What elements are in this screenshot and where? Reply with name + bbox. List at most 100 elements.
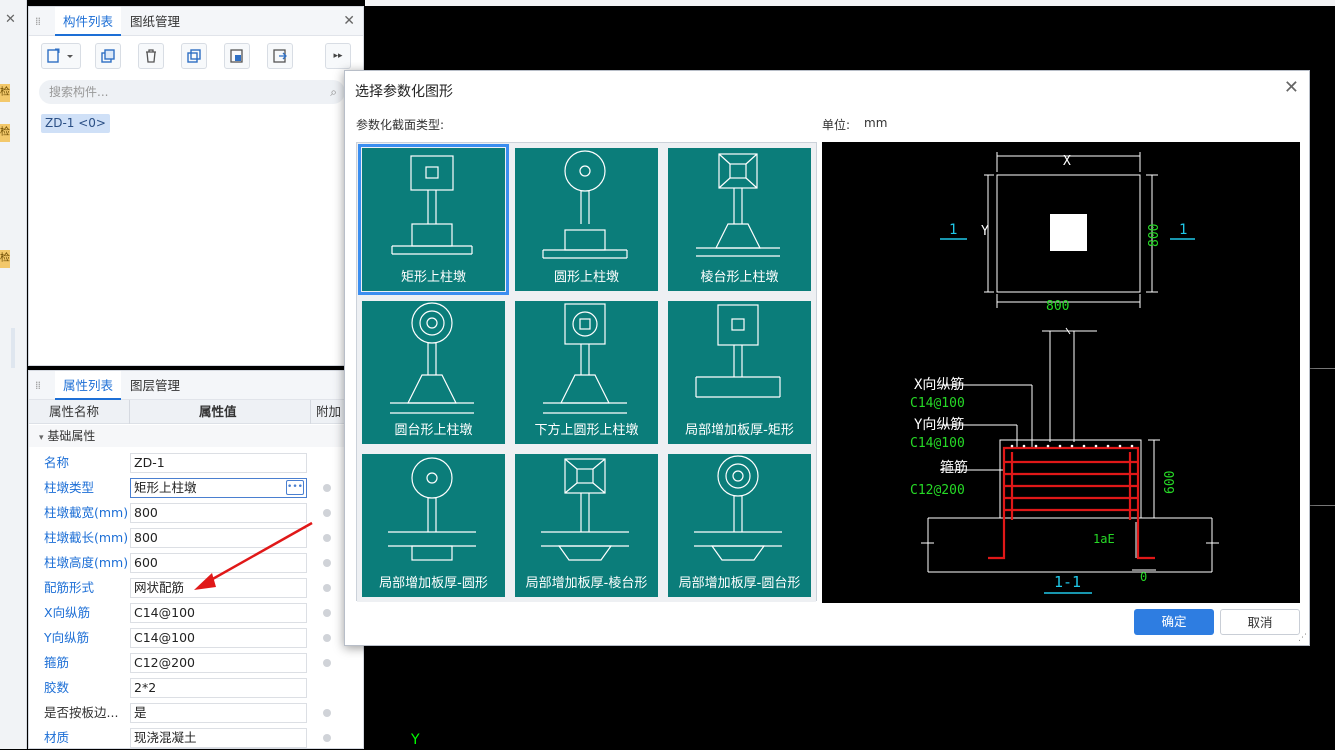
attach-radio[interactable] <box>323 709 331 717</box>
property-label: 柱墩截宽(mm) <box>44 505 129 520</box>
drag-grip-icon[interactable]: ⁞⁞ <box>35 379 41 392</box>
property-value-input[interactable]: C12@200 <box>130 653 307 673</box>
tab-component-list[interactable]: 构件列表 <box>55 7 122 36</box>
scroll-indicator <box>11 328 15 368</box>
copy-button[interactable] <box>95 43 121 69</box>
property-row: 柱墩类型 矩形上柱墩 ••• <box>29 475 363 500</box>
new-component-button[interactable] <box>41 43 81 69</box>
x-rebar-label: X向纵筋 <box>914 376 964 393</box>
section-mark-left: 1 <box>949 222 957 238</box>
attach-radio[interactable] <box>323 659 331 667</box>
shape-local-thicken-rect[interactable]: 局部增加板厚-矩形 <box>663 296 816 449</box>
property-label: 柱墩截长(mm) <box>44 530 129 545</box>
check-tag[interactable]: 检 <box>0 84 10 102</box>
shape-local-thicken-round[interactable]: 局部增加板厚-圆形 <box>357 449 510 602</box>
local-thicken-rect-icon <box>695 304 781 398</box>
shape-local-thicken-frustum[interactable]: 局部增加板厚-棱台形 <box>510 449 663 602</box>
attach-radio[interactable] <box>323 584 331 592</box>
search-input[interactable]: 搜索构件... ⌕ <box>39 80 345 104</box>
property-row: Y向纵筋 C14@100 <box>29 625 363 650</box>
more-options-button[interactable]: ••• <box>286 480 304 495</box>
shape-round-pier[interactable]: 圆形上柱墩 <box>510 143 663 296</box>
shape-caption: 局部增加板厚-圆形 <box>379 576 488 591</box>
property-value-input[interactable]: 800 <box>130 503 307 523</box>
shape-caption: 局部增加板厚-棱台形 <box>525 576 648 591</box>
shape-caption: 矩形上柱墩 <box>400 270 466 285</box>
attach-radio[interactable] <box>323 534 331 542</box>
collapse-icon[interactable]: ▾ <box>39 433 44 443</box>
tab-property-list[interactable]: 属性列表 <box>55 371 122 400</box>
drag-grip-icon[interactable]: ⁞⁞ <box>35 15 41 28</box>
canvas-line <box>1310 368 1335 369</box>
property-value-input[interactable]: 2*2 <box>130 678 307 698</box>
property-value-input[interactable]: 是 <box>130 703 307 723</box>
close-icon[interactable]: ✕ <box>343 13 355 29</box>
shape-frustum-pier[interactable]: 棱台形上柱墩 <box>663 143 816 296</box>
attach-radio[interactable] <box>323 484 331 492</box>
attach-radio[interactable] <box>323 734 331 742</box>
shape-local-thicken-conical[interactable]: 局部增加板厚-圆台形 <box>663 449 816 602</box>
property-value-text: 矩形上柱墩 <box>134 480 197 495</box>
parametric-shape-dialog: 选择参数化图形 ✕ 参数化截面类型: 单位: mm 矩形上柱墩 <box>344 70 1310 646</box>
property-value-input[interactable]: C14@100 <box>130 603 307 623</box>
search-icon[interactable]: ⌕ <box>330 85 337 99</box>
shape-conical-pier[interactable]: 圆台形上柱墩 <box>357 296 510 449</box>
group-basic-properties[interactable]: ▾ 基础属性 <box>29 425 363 447</box>
stirrup-label: 箍筋 <box>940 459 968 476</box>
cancel-button[interactable]: 取消 <box>1220 609 1300 635</box>
more-tools-button[interactable]: ▸▸ <box>325 43 351 69</box>
y-rebar-label: Y向纵筋 <box>914 416 964 433</box>
shape-caption: 下方上圆形上柱墩 <box>534 423 639 438</box>
attach-radio[interactable] <box>323 559 331 567</box>
search-placeholder: 搜索构件... <box>49 85 109 99</box>
ok-button[interactable]: 确定 <box>1134 609 1214 635</box>
property-value-input[interactable]: C14@100 <box>130 628 307 648</box>
tab-layer-management[interactable]: 图层管理 <box>130 378 181 393</box>
component-item-zd1[interactable]: ZD-1 <0> <box>41 114 110 133</box>
check-tag[interactable]: 检 <box>0 124 10 142</box>
shape-caption: 圆台形上柱墩 <box>394 423 473 438</box>
property-label: 胶数 <box>44 680 70 695</box>
property-label: 箍筋 <box>44 655 70 670</box>
unit-value: mm <box>864 116 888 130</box>
property-value-input[interactable]: 600 <box>130 553 307 573</box>
property-label: 配筋形式 <box>44 580 95 595</box>
property-label: 材质 <box>44 730 70 745</box>
copy-to-floor-button[interactable] <box>181 43 207 69</box>
close-icon[interactable]: ✕ <box>5 12 16 27</box>
close-icon[interactable]: ✕ <box>1283 77 1299 98</box>
property-value-input[interactable]: 800 <box>130 528 307 548</box>
shape-rect-pier[interactable]: 矩形上柱墩 <box>357 143 510 296</box>
sort-button[interactable] <box>267 43 293 69</box>
header-property-name: 属性名称 <box>49 404 100 419</box>
resize-grip-icon[interactable]: ⋰ <box>1298 633 1307 643</box>
attach-radio[interactable] <box>323 634 331 642</box>
check-tag[interactable]: 检 <box>0 250 10 268</box>
properties-panel: ⁞⁞ 属性列表 图层管理 属性名称 属性值 附加 ▾ 基础属性 名称 ZD-1 … <box>28 370 364 749</box>
conical-pier-icon <box>390 302 474 414</box>
local-thicken-conical-icon <box>694 455 782 561</box>
delete-button[interactable] <box>138 43 164 69</box>
plan-x-label: X <box>1063 154 1071 169</box>
local-thicken-round-icon <box>388 457 476 561</box>
plan-height-dim: 800 <box>1147 224 1162 247</box>
property-label: X向纵筋 <box>44 605 91 620</box>
top-toolbar-edge <box>365 0 1335 6</box>
property-value-input[interactable]: 现浇混凝土 <box>130 728 307 748</box>
property-value-input[interactable]: ZD-1 <box>130 453 307 473</box>
lae-label: 1aE <box>1093 532 1115 546</box>
shape-caption: 局部增加板厚-圆台形 <box>678 576 801 591</box>
layer-copy-button[interactable] <box>224 43 250 69</box>
attach-radio[interactable] <box>323 509 331 517</box>
annotation-arrow <box>194 521 313 590</box>
attach-radio[interactable] <box>323 609 331 617</box>
properties-tabbar: ⁞⁞ 属性列表 图层管理 <box>29 371 363 400</box>
tab-drawing-management[interactable]: 图纸管理 <box>130 14 181 29</box>
property-value-input[interactable]: 网状配筋 <box>130 578 307 598</box>
property-value-input[interactable]: 矩形上柱墩 ••• <box>130 478 307 498</box>
property-row: 名称 ZD-1 <box>29 450 363 475</box>
zero-dim: 0 <box>1140 570 1147 584</box>
canvas-line <box>1310 505 1335 506</box>
shape-square-round-pier[interactable]: 下方上圆形上柱墩 <box>510 296 663 449</box>
section-preview: X Y 800 800 1 1 <box>822 142 1300 603</box>
